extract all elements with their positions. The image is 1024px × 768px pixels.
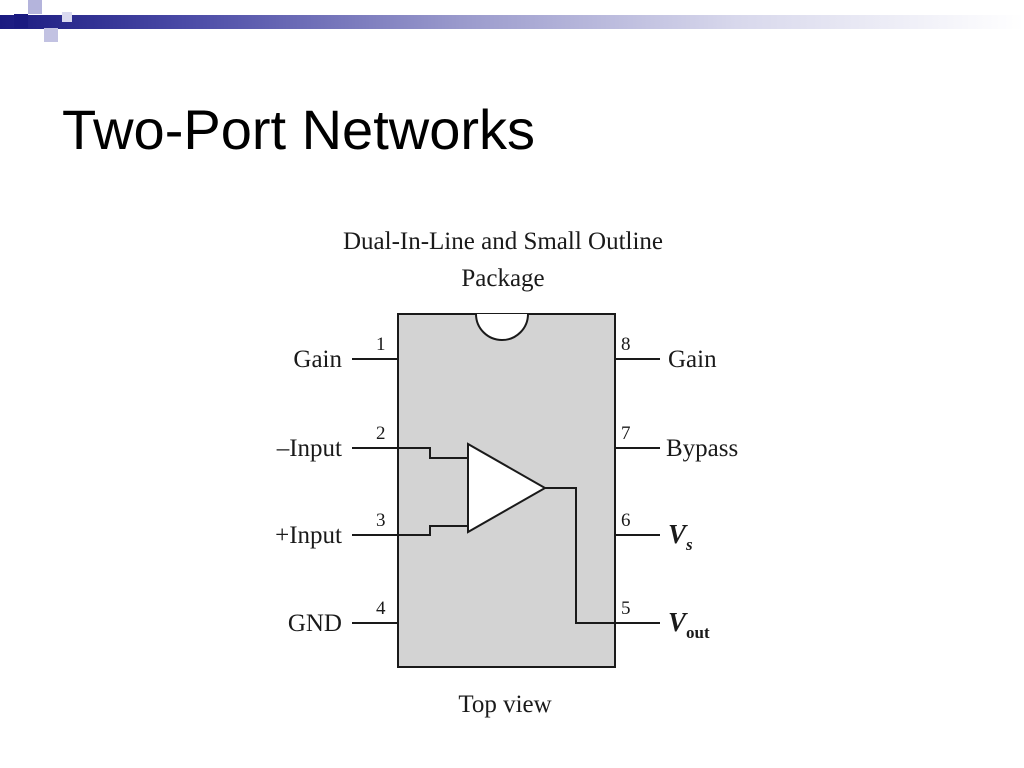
op-amp-triangle bbox=[467, 442, 548, 534]
pin-6-label-subscript: s bbox=[685, 535, 693, 554]
title-bar-decoration bbox=[0, 15, 1024, 29]
pin-1-label: Gain bbox=[293, 346, 342, 373]
accent-square-mid bbox=[44, 28, 58, 42]
pin-8-number: 8 bbox=[621, 334, 631, 355]
pin-5-label: Vout bbox=[668, 607, 710, 642]
pin-2-label: –Input bbox=[276, 435, 342, 462]
pin-6-label: Vs bbox=[668, 519, 693, 554]
pin-6-number: 6 bbox=[621, 510, 631, 531]
diagram-caption-line1: Dual-In-Line and Small Outline bbox=[343, 228, 663, 255]
pin-8-label: Gain bbox=[668, 346, 717, 373]
pin-4-label: GND bbox=[288, 610, 342, 637]
pin-3-label: +Input bbox=[275, 522, 342, 549]
diagram-caption-line2: Package bbox=[461, 265, 544, 292]
pin-7-label: Bypass bbox=[666, 435, 738, 462]
wire-noninverting-input bbox=[398, 525, 468, 536]
pin-5-label-subscript: out bbox=[686, 623, 710, 642]
pin-5-label-main: V bbox=[668, 607, 688, 637]
pin-7-number: 7 bbox=[621, 423, 631, 444]
ic-pinout-figure: Dual-In-Line and Small Outline Package bbox=[240, 195, 780, 735]
ic-notch bbox=[475, 313, 529, 341]
accent-square-dark bbox=[14, 14, 28, 28]
pin-6-label-main: V bbox=[668, 519, 688, 549]
pin-3-number: 3 bbox=[376, 510, 386, 531]
wire-inverting-input bbox=[398, 447, 468, 459]
pin-5-number: 5 bbox=[621, 598, 631, 619]
pin-4-number: 4 bbox=[376, 598, 386, 619]
pin-2-number: 2 bbox=[376, 423, 386, 444]
diagram-footer: Top view bbox=[458, 691, 551, 718]
page-title: Two-Port Networks bbox=[62, 98, 535, 161]
ic-pinout-diagram: Dual-In-Line and Small Outline Package bbox=[275, 228, 738, 718]
accent-square-light bbox=[28, 0, 42, 14]
accent-square-pale bbox=[62, 12, 72, 22]
wire-output bbox=[545, 487, 615, 624]
pin-1-number: 1 bbox=[376, 334, 386, 355]
